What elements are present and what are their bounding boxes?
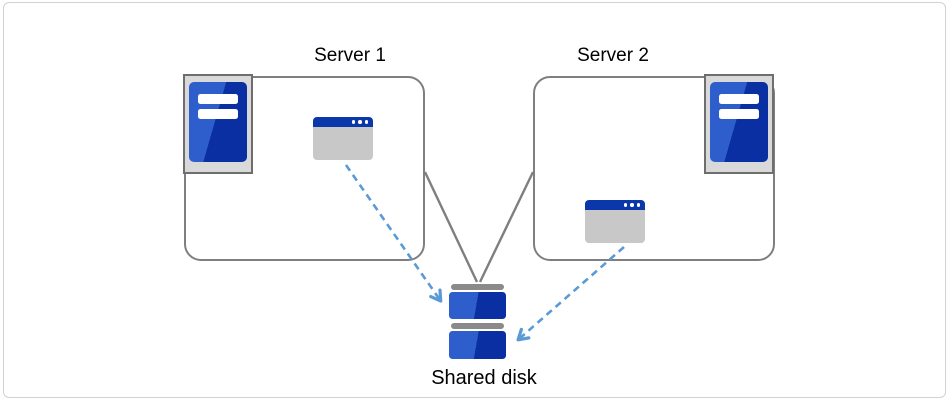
shared-disk-label: Shared disk — [431, 367, 537, 389]
server-tower — [710, 82, 768, 162]
server-slot — [719, 94, 759, 104]
app-window-icon — [313, 117, 373, 160]
window-dot-icon — [623, 203, 627, 207]
app-window-titlebar — [585, 200, 645, 210]
window-dot-icon — [351, 120, 355, 124]
app-window-body — [313, 127, 373, 160]
disk-platter — [449, 331, 506, 359]
disk-cap — [451, 284, 504, 290]
server-icon — [183, 74, 253, 174]
app-window-body — [585, 210, 645, 243]
window-buttons-icon — [623, 203, 640, 207]
server-icon — [704, 74, 774, 174]
app-window-titlebar — [313, 117, 373, 127]
connector-server1-disk — [423, 171, 479, 283]
server2-title: Server 2 — [577, 45, 649, 66]
disk-platter — [449, 292, 506, 319]
window-dot-icon — [630, 203, 634, 207]
app-window-icon — [585, 200, 645, 243]
window-dot-icon — [364, 120, 368, 124]
window-dot-icon — [636, 203, 640, 207]
server1-title: Server 1 — [314, 45, 386, 66]
server-slot — [198, 109, 238, 119]
disk-cap — [451, 323, 504, 329]
window-dot-icon — [358, 120, 362, 124]
window-buttons-icon — [351, 120, 368, 124]
connector-server2-disk — [478, 171, 535, 283]
server-tower — [189, 82, 247, 162]
server-slot — [719, 109, 759, 119]
server-slot — [198, 94, 238, 104]
disk-icon — [449, 284, 506, 359]
